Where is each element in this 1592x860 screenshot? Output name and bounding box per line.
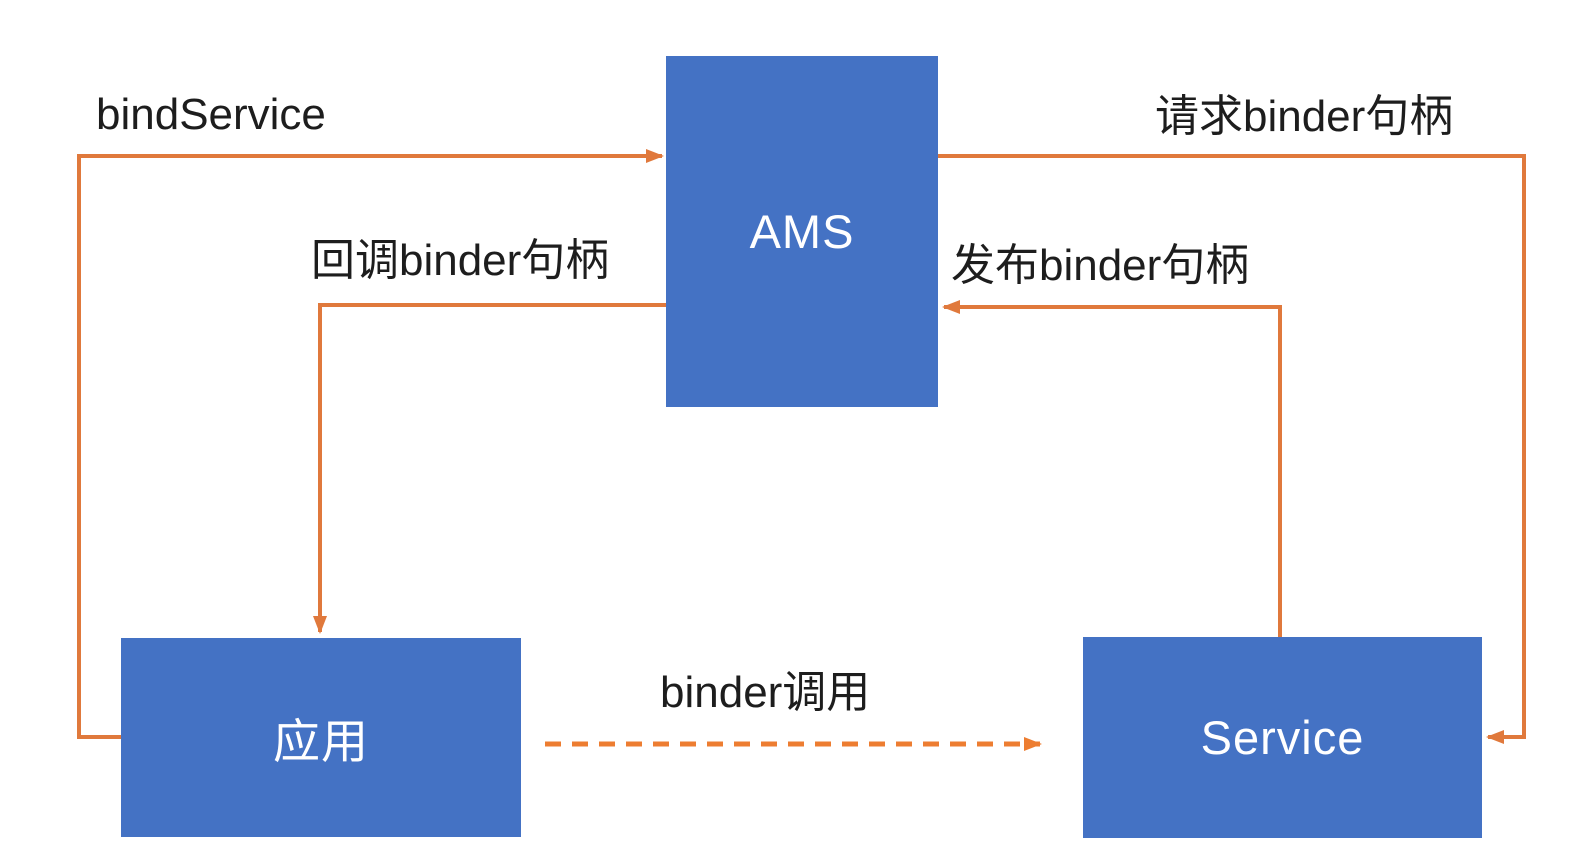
node-ams: AMS bbox=[666, 56, 938, 407]
callback-binder-label: 回调binder句柄 bbox=[311, 236, 610, 285]
node-app-label: 应用 bbox=[273, 715, 369, 768]
node-service-label: Service bbox=[1200, 711, 1365, 764]
publish-binder-arrow bbox=[942, 300, 1282, 637]
callback-binder-arrow bbox=[313, 303, 666, 634]
node-ams-label: AMS bbox=[749, 205, 855, 258]
binder-call-label: binder调用 bbox=[660, 668, 871, 717]
node-app: 应用 bbox=[121, 638, 521, 837]
bindservice-label: bindService bbox=[96, 90, 326, 139]
bindservice-arrow bbox=[77, 149, 664, 739]
request-binder-label: 请求binder句柄 bbox=[1155, 92, 1454, 141]
request-binder-arrow bbox=[938, 154, 1526, 744]
node-service: Service bbox=[1083, 637, 1482, 838]
publish-binder-label: 发布binder句柄 bbox=[951, 241, 1250, 290]
